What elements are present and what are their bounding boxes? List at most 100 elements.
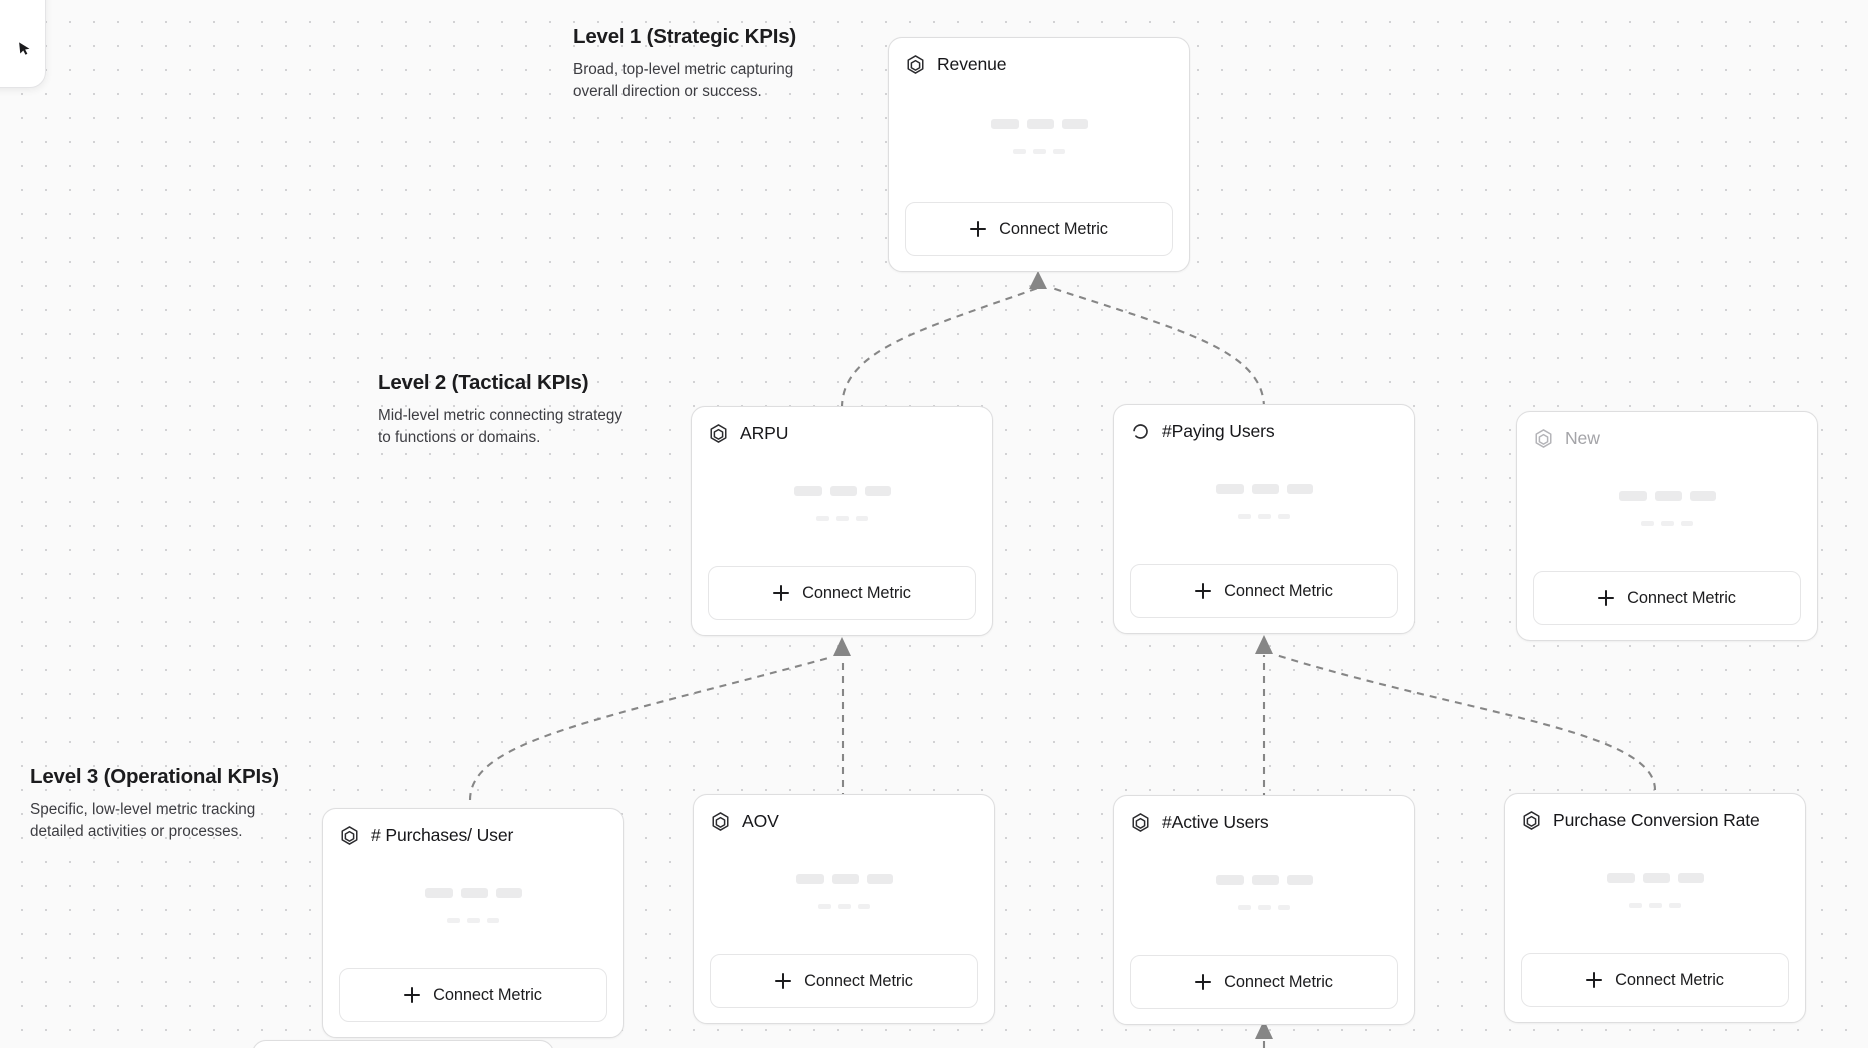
skeleton-bar xyxy=(1278,904,1290,910)
card-header: #Paying Users xyxy=(1130,421,1398,442)
level-2-title: Level 2 (Tactical KPIs) xyxy=(378,371,589,394)
connect-metric-button[interactable]: Connect Metric xyxy=(1533,571,1801,625)
edge-arpu-to-revenue xyxy=(840,287,1039,409)
metric-card-aov[interactable]: AOV Connect Metric xyxy=(693,794,995,1024)
skeleton-bar xyxy=(856,515,868,521)
card-header: #Active Users xyxy=(1130,812,1398,833)
level-2-description: Mid-level metric connecting strategy to … xyxy=(378,407,622,446)
metric-card-partial-offscreen[interactable] xyxy=(252,1040,554,1048)
skeleton-row-secondary xyxy=(1641,520,1693,526)
card-skeleton-body xyxy=(339,846,607,968)
skeleton-bar xyxy=(838,903,851,909)
skeleton-bar xyxy=(1649,902,1662,908)
skeleton-row-primary xyxy=(1215,874,1313,885)
card-title: #Active Users xyxy=(1162,811,1269,832)
metric-hexagon-icon xyxy=(339,825,360,846)
card-skeleton-body xyxy=(710,832,978,954)
skeleton-bar xyxy=(1618,490,1647,501)
skeleton-bar xyxy=(1215,874,1244,885)
metric-hexagon-icon xyxy=(710,811,731,832)
metric-card-purchase-conversion-rate[interactable]: Purchase Conversion Rate Connect Metric xyxy=(1504,793,1806,1023)
skeleton-bar xyxy=(831,873,859,884)
level-1-description: Broad, top-level metric capturing overal… xyxy=(573,61,794,100)
card-skeleton-body xyxy=(708,444,976,566)
skeleton-row-primary xyxy=(1215,483,1313,494)
card-title: AOV xyxy=(742,810,779,831)
plus-icon xyxy=(970,221,987,237)
connect-metric-label: Connect Metric xyxy=(433,985,542,1004)
skeleton-row-secondary xyxy=(1629,902,1681,908)
skeleton-row-primary xyxy=(793,485,891,496)
skeleton-bar xyxy=(1677,872,1704,883)
skeleton-bar xyxy=(1238,513,1251,519)
skeleton-bar xyxy=(864,485,891,496)
connect-metric-button[interactable]: Connect Metric xyxy=(1130,955,1398,1009)
skeleton-bar xyxy=(1278,513,1290,519)
skeleton-bar xyxy=(866,873,893,884)
skeleton-bar xyxy=(858,903,870,909)
card-skeleton-body xyxy=(1521,831,1789,953)
metric-card-active-users[interactable]: #Active Users Connect Metric xyxy=(1113,795,1415,1025)
card-skeleton-body xyxy=(1130,442,1398,564)
level-1-label: Level 1 (Strategic KPIs) Broad, top-leve… xyxy=(573,25,833,102)
skeleton-bar xyxy=(1238,904,1251,910)
connect-metric-button[interactable]: Connect Metric xyxy=(710,954,978,1008)
skeleton-row-secondary xyxy=(816,515,868,521)
skeleton-row-primary xyxy=(424,887,522,898)
skeleton-bar xyxy=(1053,149,1065,154)
skeleton-bar xyxy=(990,119,1019,129)
level-3-description: Specific, low-level metric tracking deta… xyxy=(30,801,256,840)
card-header: Purchase Conversion Rate xyxy=(1521,810,1789,831)
metric-card-arpu[interactable]: ARPU Connect Metric xyxy=(691,406,993,636)
metric-hexagon-icon xyxy=(1521,810,1542,831)
skeleton-bar xyxy=(1251,483,1279,494)
skeleton-bar xyxy=(1026,119,1054,129)
connect-metric-label: Connect Metric xyxy=(1615,970,1724,989)
plus-icon xyxy=(1195,583,1212,599)
metric-card-paying-users[interactable]: #Paying Users Connect Metric xyxy=(1113,404,1415,634)
metric-hexagon-icon xyxy=(708,423,729,444)
skeleton-row-secondary xyxy=(818,903,870,909)
connect-metric-button[interactable]: Connect Metric xyxy=(708,566,976,620)
card-skeleton-body xyxy=(905,75,1173,202)
metric-card-revenue[interactable]: Revenue Connect Metric xyxy=(888,37,1190,272)
connect-metric-button[interactable]: Connect Metric xyxy=(905,202,1173,256)
connect-metric-button[interactable]: Connect Metric xyxy=(1130,564,1398,618)
skeleton-bar xyxy=(1681,520,1693,526)
skeleton-bar xyxy=(795,873,824,884)
skeleton-bar xyxy=(460,887,488,898)
metric-card-new[interactable]: New Connect Metric xyxy=(1516,411,1818,641)
edge-payingusers-to-revenue xyxy=(1051,287,1266,409)
skeleton-bar xyxy=(1689,490,1716,501)
metric-hexagon-icon xyxy=(1130,812,1151,833)
edge-arrow-payingusers xyxy=(1255,635,1273,654)
skeleton-bar xyxy=(1258,904,1271,910)
floating-toolbar-panel[interactable] xyxy=(0,0,46,88)
card-title: New xyxy=(1565,427,1600,448)
metric-hexagon-icon xyxy=(1533,428,1554,449)
skeleton-row-secondary xyxy=(1238,904,1290,910)
cursor-pointer-icon[interactable] xyxy=(15,40,33,58)
card-title: Revenue xyxy=(937,53,1007,74)
card-title: ARPU xyxy=(740,422,789,443)
skeleton-bar xyxy=(816,515,829,521)
card-header: # Purchases/ User xyxy=(339,825,607,846)
level-3-title: Level 3 (Operational KPIs) xyxy=(30,765,279,788)
skeleton-bar xyxy=(793,485,822,496)
card-header: Revenue xyxy=(905,54,1173,75)
skeleton-bar xyxy=(1669,902,1681,908)
edge-arrow-arpu xyxy=(833,637,851,656)
connect-metric-label: Connect Metric xyxy=(1627,588,1736,607)
metric-hexagon-icon xyxy=(905,54,926,75)
skeleton-bar xyxy=(1013,149,1026,154)
connect-metric-button[interactable]: Connect Metric xyxy=(339,968,607,1022)
connect-metric-button[interactable]: Connect Metric xyxy=(1521,953,1789,1007)
skeleton-bar xyxy=(1661,520,1674,526)
metric-card-purchases-per-user[interactable]: # Purchases/ User Connect Metric xyxy=(322,808,624,1038)
card-title: # Purchases/ User xyxy=(371,824,514,845)
plus-icon xyxy=(1586,972,1603,988)
skeleton-bar xyxy=(447,917,460,923)
plus-icon xyxy=(1598,590,1615,606)
skeleton-bar xyxy=(1654,490,1682,501)
